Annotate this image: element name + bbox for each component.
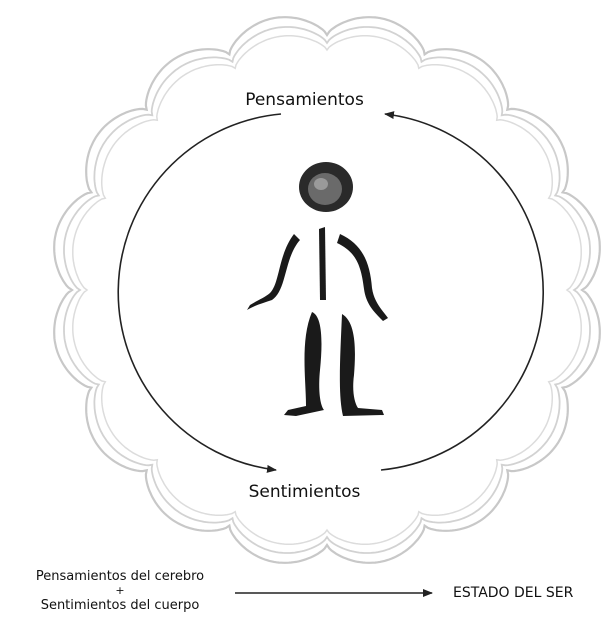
- figure-head: [299, 162, 353, 212]
- cycle-arc-left: [117, 113, 282, 473]
- cloud-outline-inner: [72, 35, 582, 545]
- cloud-border: [53, 16, 601, 564]
- figure-right-arm: [337, 234, 388, 321]
- feelings-label: Sentimientos: [248, 482, 361, 502]
- formula-block: Pensamientos del cerebro + Sentimientos …: [0, 568, 240, 614]
- figure-left-leg: [284, 312, 324, 416]
- state-of-being-label: ESTADO DEL SER: [453, 585, 574, 601]
- formula-line-1: Pensamientos del cerebro: [35, 569, 205, 584]
- cloud-outline-outer: [53, 16, 601, 564]
- formula-plus: +: [115, 584, 125, 597]
- figure-torso: [319, 227, 326, 300]
- figure-right-leg: [339, 314, 384, 416]
- cloud-outline-middle: [63, 26, 591, 554]
- figure-left-arm: [247, 234, 300, 310]
- cycle-arc-right: [380, 111, 545, 471]
- formula-line-2: Sentimientos del cuerpo: [40, 598, 200, 613]
- thoughts-label: Pensamientos: [245, 90, 364, 110]
- stick-figure: [247, 162, 388, 416]
